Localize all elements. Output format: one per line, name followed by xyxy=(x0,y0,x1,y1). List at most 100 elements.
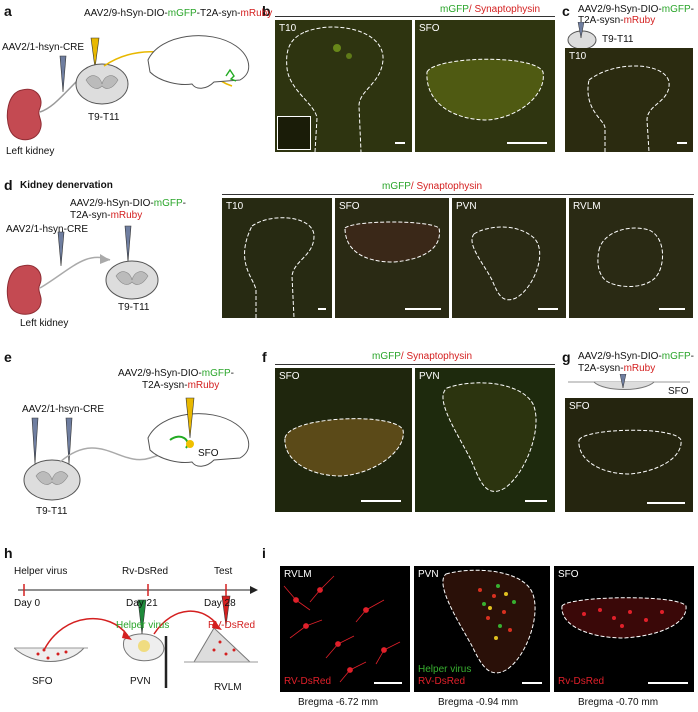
i-rvlm-legend: RV-DsRed xyxy=(284,676,332,687)
syringe-icon xyxy=(619,374,627,389)
d-label-sfo: SFO xyxy=(339,201,360,212)
h-helper-label: Helper virus xyxy=(116,620,170,631)
syringe-icon xyxy=(124,225,132,263)
a-schematic xyxy=(6,35,250,141)
scale-bar xyxy=(538,308,558,310)
h-region-pvn: PVN xyxy=(130,676,151,687)
d-panel-t10: T10 xyxy=(222,198,332,318)
scale-bar xyxy=(525,500,547,502)
syringe-icon xyxy=(31,417,39,465)
inset xyxy=(277,116,311,150)
i-bregma-2: Bregma -0.94 mm xyxy=(438,697,519,708)
brain-icon xyxy=(147,413,250,467)
f-header-rule xyxy=(275,364,555,365)
i-rvlm-neurons xyxy=(280,566,410,692)
kidney-icon xyxy=(6,88,42,141)
i-label-sfo: SFO xyxy=(558,569,579,580)
g-sfo-schematic xyxy=(568,374,690,390)
c-panel-t10: T10 xyxy=(565,48,693,152)
f-panel-pvn: PVN xyxy=(415,368,555,512)
g-target: SFO xyxy=(668,386,689,397)
syringe-icon xyxy=(137,599,147,635)
scale-bar xyxy=(361,500,401,502)
d-segments: T9-T11 xyxy=(118,302,150,313)
c-label-t10: T10 xyxy=(569,51,587,62)
c-segments: T9-T11 xyxy=(602,34,634,45)
i-panel-pvn: PVN Helper virus RV-DsRed xyxy=(414,566,550,692)
h-region-sfo: SFO xyxy=(32,676,53,687)
scale-bar xyxy=(405,308,441,310)
i-panel-rvlm: RVLM RV-DsRed xyxy=(280,566,410,692)
f-panel-sfo: SFO xyxy=(275,368,412,512)
d-cre-label: AAV2/1-hsyn-CRE xyxy=(6,224,89,235)
d-label-pvn: PVN xyxy=(456,201,477,212)
b-header: mGFP/ Synaptophysin xyxy=(440,4,541,15)
syringe-icon xyxy=(57,231,65,267)
b-panel-sfo: SFO xyxy=(415,20,555,152)
syringe-icon xyxy=(90,37,100,69)
i-bregma-1: Bregma -6.72 mm xyxy=(298,697,379,708)
b-panel-t10: T10 xyxy=(275,20,412,152)
g-label-sfo: SFO xyxy=(569,401,590,412)
h-day-1: Day 0 xyxy=(14,598,41,609)
i-legend-helper: Helper virus xyxy=(418,664,472,675)
a-cre-label: AAV2/1-hsyn-CRE xyxy=(2,42,85,53)
panel-letter-i: i xyxy=(262,545,266,561)
scale-bar xyxy=(677,142,687,144)
h-day-3: Day 28 xyxy=(204,598,236,609)
f-header: mGFP/ Synaptophysin xyxy=(372,351,473,362)
syringe-icon xyxy=(221,595,231,627)
panel-letter-f: f xyxy=(262,349,267,365)
a-virus-label: AAV2/9-hSyn-DIO-mGFP-T2A-syn-mRuby xyxy=(84,8,273,19)
panel-letter-a: a xyxy=(4,3,12,19)
h-rv-label: RV-DsRed xyxy=(208,620,256,631)
a-segments: T9-T11 xyxy=(88,112,120,123)
scale-bar xyxy=(647,502,685,504)
d-panel-sfo: SFO xyxy=(335,198,449,318)
e-schematic xyxy=(23,397,250,501)
h-region-rvlm: RVLM xyxy=(214,682,242,693)
d-label-t10: T10 xyxy=(226,201,244,212)
d-panel-rvlm: RVLM xyxy=(569,198,693,318)
c-virus-label: AAV2/9-hSyn-DIO-mGFP- T2A-sysn-mRuby xyxy=(578,4,694,26)
b-label-t10: T10 xyxy=(279,23,297,34)
syringe-icon xyxy=(577,22,585,39)
e-virus-label: AAV2/9-hSyn-DIO-mGFP- T2A-sysn-mRuby xyxy=(118,368,234,391)
scale-bar xyxy=(395,142,405,144)
i-panel-sfo: SFO Rv-DsRed xyxy=(554,566,694,692)
d-title: Kidney denervation xyxy=(20,180,113,191)
scale-bar xyxy=(507,142,547,144)
b-label-sfo: SFO xyxy=(419,23,440,34)
d-virus-label: AAV2/9-hSyn-DIO-mGFP- T2A-syn-mRuby xyxy=(70,198,186,221)
scale-bar xyxy=(648,682,688,684)
scale-bar xyxy=(374,682,402,684)
d-panel-pvn: PVN xyxy=(452,198,566,318)
i-bregma-3: Bregma -0.70 mm xyxy=(578,697,659,708)
panel-letter-c: c xyxy=(562,3,570,19)
syringe-icon xyxy=(65,417,73,465)
g-panel-sfo: SFO xyxy=(565,398,693,512)
i-label-pvn: PVN xyxy=(418,569,439,580)
panel-letter-e: e xyxy=(4,349,12,365)
panel-letter-g: g xyxy=(562,349,571,365)
a-organ: Left kidney xyxy=(6,146,55,157)
i-sfo-legend: Rv-DsRed xyxy=(558,676,605,687)
d-label-rvlm: RVLM xyxy=(573,201,601,212)
scale-bar xyxy=(522,682,542,684)
panel-letter-h: h xyxy=(4,545,13,561)
panel-letter-d: d xyxy=(4,177,13,193)
kidney-icon xyxy=(6,264,42,315)
e-cre-label: AAV2/1-hsyn-CRE xyxy=(22,404,105,415)
f-label-pvn: PVN xyxy=(419,371,440,382)
syringe-icon xyxy=(59,55,67,93)
g-virus-label: AAV2/9-hSyn-DIO-mGFP- T2A-sysn-mRuby xyxy=(578,351,694,374)
e-target: SFO xyxy=(198,448,219,459)
h-event-1: Helper virus xyxy=(14,566,68,577)
syringe-icon xyxy=(185,397,195,439)
b-header-rule xyxy=(275,16,555,17)
h-day-2: Day 21 xyxy=(126,598,158,609)
e-segments: T9-T11 xyxy=(36,506,68,517)
d-schematic xyxy=(6,225,159,315)
scale-bar xyxy=(318,308,326,310)
i-label-rvlm: RVLM xyxy=(284,569,312,580)
